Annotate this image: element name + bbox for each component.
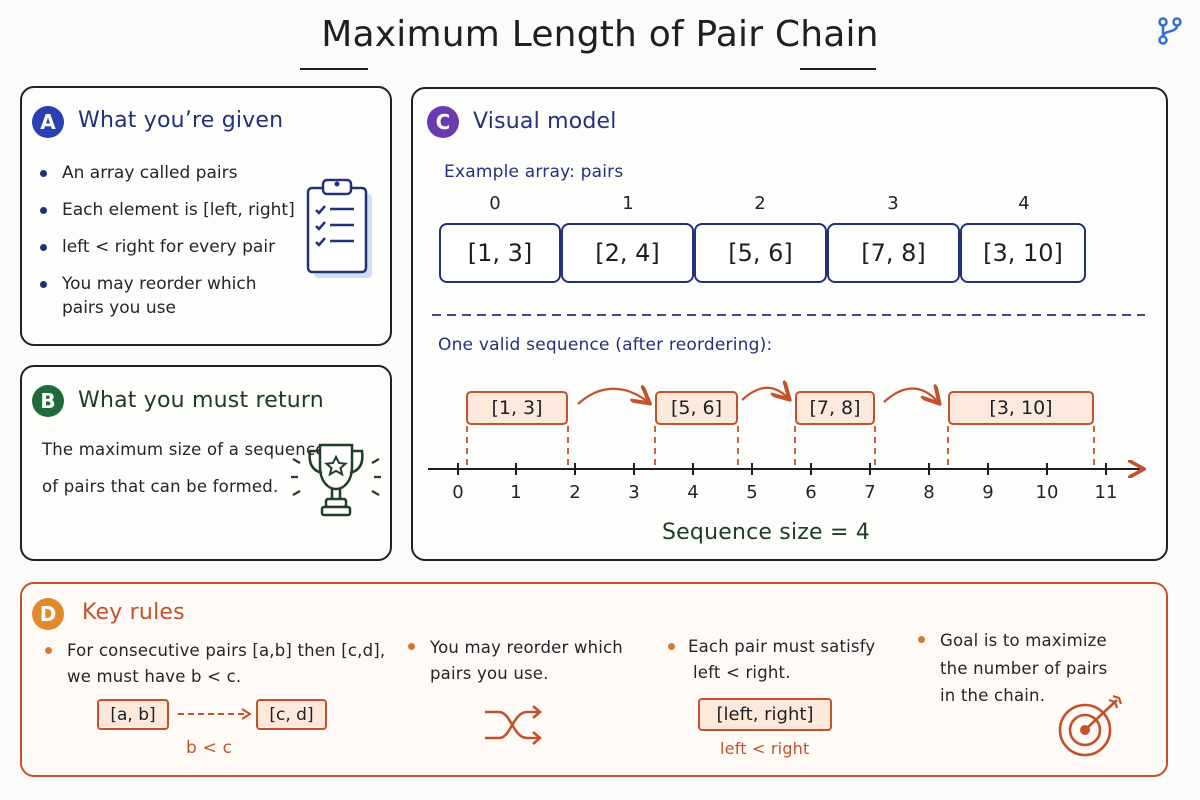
tick-label: 5 bbox=[746, 482, 758, 503]
tick-label: 8 bbox=[923, 482, 935, 503]
array-index: 1 bbox=[622, 193, 634, 214]
rule1-box-cd: [c, d] bbox=[256, 699, 327, 730]
tick-label: 7 bbox=[864, 482, 876, 503]
given-list: An array called pairs Each element is [l… bbox=[36, 161, 306, 320]
section-divider bbox=[432, 314, 1145, 316]
git-branch-icon[interactable] bbox=[1155, 16, 1185, 46]
badge-a: A bbox=[32, 106, 64, 138]
tick-label: 10 bbox=[1035, 482, 1059, 503]
shuffle-icon bbox=[485, 705, 542, 745]
tick-label: 6 bbox=[805, 482, 817, 503]
panel-b-title: What you must return bbox=[78, 388, 324, 413]
rule3-line1: Each pair must satisfy bbox=[688, 637, 876, 656]
tick-label: 11 bbox=[1094, 482, 1118, 503]
sequence-pair: [7, 8] bbox=[795, 391, 875, 425]
array-index: 4 bbox=[1018, 193, 1030, 214]
rule2-line1: You may reorder which bbox=[430, 638, 623, 657]
array-cell: [2, 4] bbox=[561, 223, 694, 283]
rule-bullet bbox=[918, 636, 925, 643]
sequence-size-result: Sequence size = 4 bbox=[662, 520, 870, 545]
array-index: 3 bbox=[887, 193, 899, 214]
panel-d-title: Key rules bbox=[82, 600, 185, 625]
rule1-line2: we must have b < c. bbox=[67, 667, 242, 686]
rule2-line2: pairs you use. bbox=[430, 664, 549, 683]
panel-return: B What you must return The maximum size … bbox=[20, 365, 392, 561]
sequence-pair: [1, 3] bbox=[466, 391, 568, 425]
badge-b: B bbox=[32, 385, 64, 417]
chain-arrow bbox=[741, 388, 788, 400]
sequence-pair: [3, 10] bbox=[948, 391, 1094, 425]
tick-label: 9 bbox=[982, 482, 994, 503]
rule3-box: [left, right] bbox=[698, 698, 832, 731]
sequence-pair: [5, 6] bbox=[655, 391, 738, 425]
title-underline-left bbox=[300, 68, 368, 70]
rule1-box-ab: [a, b] bbox=[97, 699, 169, 730]
rule1-line1: For consecutive pairs [a,b] then [c,d], bbox=[67, 641, 386, 660]
dashed-arrow bbox=[178, 708, 252, 720]
return-text-line1: The maximum size of a sequence bbox=[42, 440, 326, 459]
rule3-line2: left < right. bbox=[693, 663, 791, 682]
rule4-line1: Goal is to maximize bbox=[940, 631, 1107, 650]
panel-a-title: What you’re given bbox=[78, 108, 284, 133]
array-label: Example array: pairs bbox=[444, 162, 624, 182]
given-item: You may reorder which pairs you use bbox=[36, 272, 302, 320]
given-item: left < right for every pair bbox=[36, 235, 306, 259]
panel-c-title: Visual model bbox=[473, 109, 617, 134]
badge-c: C bbox=[427, 106, 459, 138]
return-text-line2: of pairs that can be formed. bbox=[42, 477, 279, 496]
array-cell: [7, 8] bbox=[827, 223, 960, 283]
sequence-label: One valid sequence (after reordering): bbox=[438, 335, 773, 355]
chain-arrow bbox=[577, 389, 648, 404]
rule3-caption: left < right bbox=[720, 739, 810, 758]
badge-d: D bbox=[32, 598, 64, 630]
rule-bullet bbox=[668, 643, 675, 650]
target-icon bbox=[1058, 694, 1123, 757]
array-cell: [1, 3] bbox=[439, 223, 561, 283]
rule4-line3: in the chain. bbox=[940, 686, 1046, 705]
array-cell: [5, 6] bbox=[694, 223, 827, 283]
array-index: 2 bbox=[754, 193, 766, 214]
array-index: 0 bbox=[489, 193, 501, 214]
array-cell: [3, 10] bbox=[960, 223, 1086, 283]
number-line bbox=[428, 370, 1160, 480]
rule-bullet bbox=[45, 647, 52, 654]
tick-label: 2 bbox=[569, 482, 581, 503]
tick-label: 4 bbox=[687, 482, 699, 503]
tick-label: 3 bbox=[628, 482, 640, 503]
panel-visual-model: C Visual model bbox=[411, 87, 1168, 561]
given-item: Each element is [left, right] bbox=[36, 198, 306, 222]
tick-label: 1 bbox=[510, 482, 522, 503]
rule-bullet bbox=[408, 643, 415, 650]
trophy-icon bbox=[291, 443, 381, 517]
page-title: Maximum Length of Pair Chain bbox=[321, 14, 879, 55]
chain-arrow bbox=[883, 389, 938, 403]
panel-key-rules: D Key rules bbox=[20, 582, 1168, 777]
rule1-caption: b < c bbox=[186, 738, 233, 758]
panel-given: A What you’re given An array called pair… bbox=[20, 86, 392, 346]
rule4-line2: the number of pairs bbox=[940, 659, 1108, 678]
tick-label: 0 bbox=[452, 482, 464, 503]
given-item: An array called pairs bbox=[36, 161, 306, 185]
title-underline-right bbox=[800, 68, 876, 70]
clipboard-checklist-icon bbox=[306, 178, 372, 278]
